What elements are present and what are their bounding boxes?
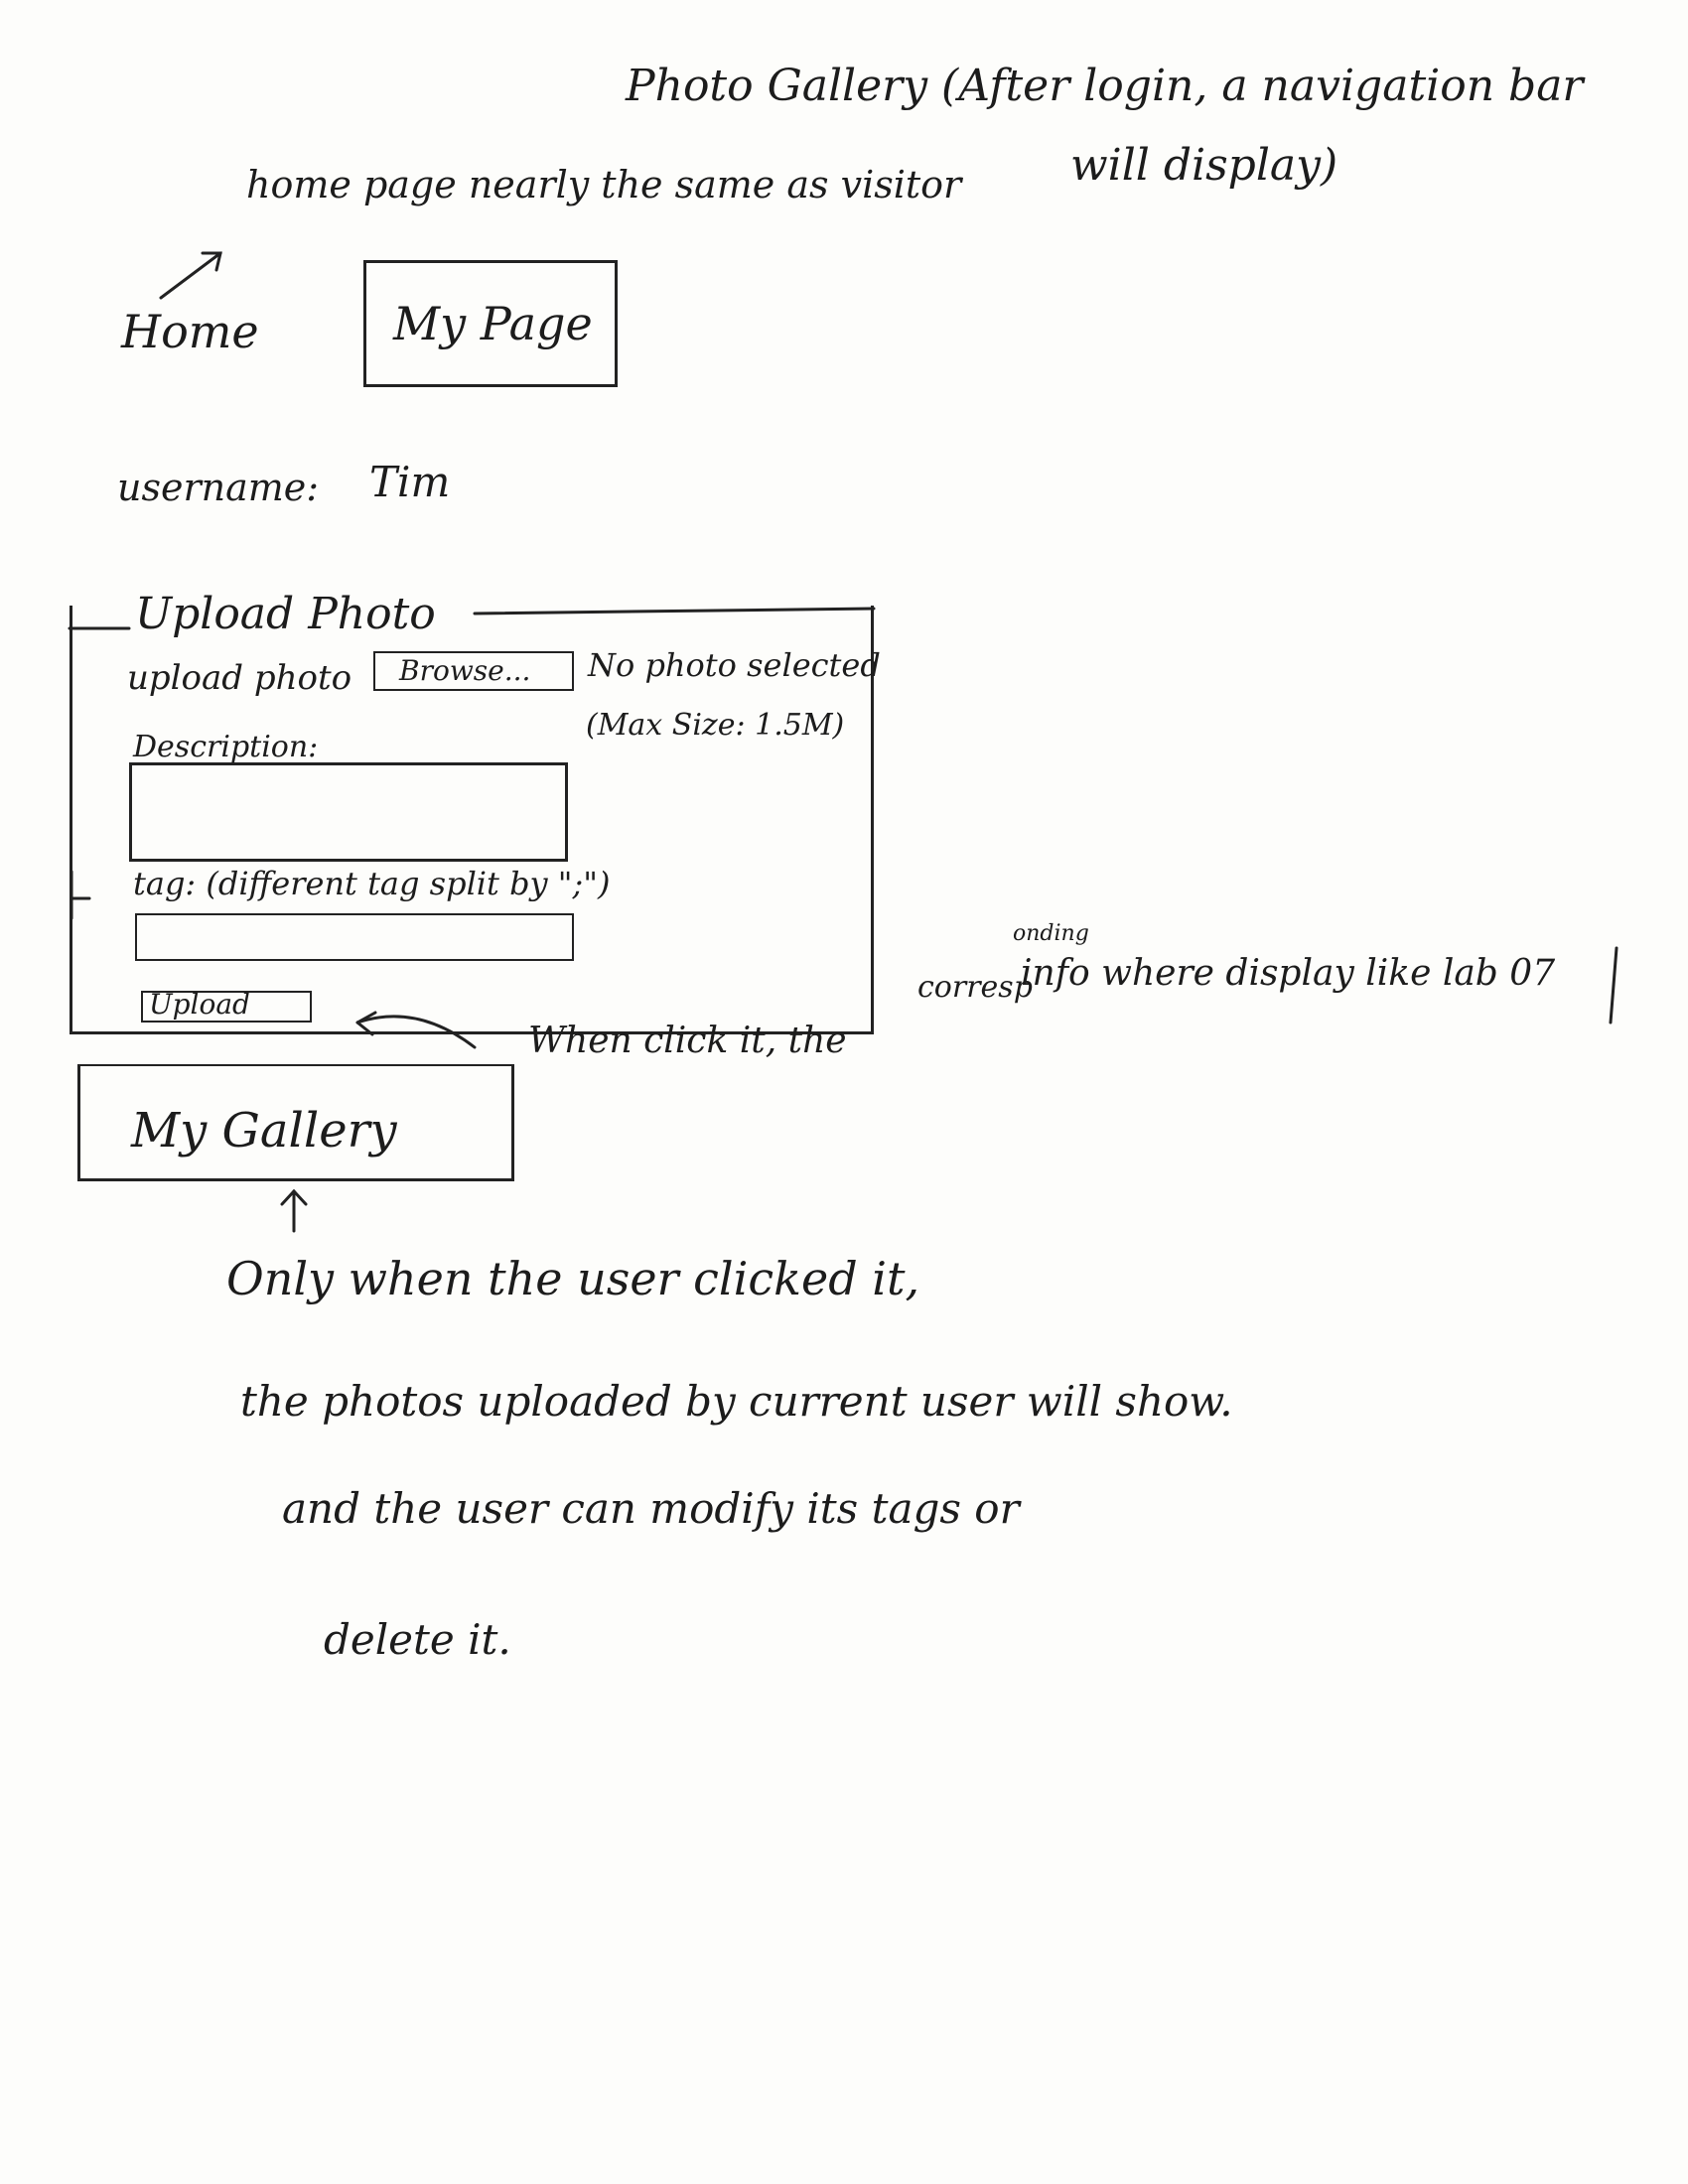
upload-photo-form [70, 606, 874, 1034]
tag-label: tag: (different tag split by ";") [133, 865, 611, 902]
my-gallery-title: My Gallery [131, 1103, 397, 1159]
username-label: username: [117, 466, 320, 509]
nav-home-link[interactable]: Home [121, 305, 259, 358]
gallery-note-line3: and the user can modify its tags or [282, 1484, 1020, 1533]
fieldset-top-right [473, 607, 876, 615]
gallery-up-arrowhead [280, 1188, 308, 1206]
upload-button[interactable] [141, 991, 312, 1023]
my-gallery-tab[interactable] [77, 1064, 514, 1181]
browse-button-label: Browse... [399, 654, 531, 687]
upload-form-legend: Upload Photo [135, 589, 436, 639]
gallery-note-line1: Only when the user clicked it, [226, 1252, 920, 1305]
sketch-title-line2: will display) [1070, 140, 1338, 191]
note-bracket [1609, 946, 1618, 1024]
home-page-note: home page nearly the same as visitor [246, 163, 962, 206]
upload-note-superscript: onding [1013, 921, 1089, 946]
upload-note-suffix: info where display like lab 07 [1021, 953, 1556, 994]
gallery-note-line2: the photos uploaded by current user will… [240, 1377, 1233, 1426]
description-input[interactable] [129, 762, 568, 862]
upload-note-line-a: When click it, the [528, 1021, 847, 1061]
nav-my-page-tab[interactable] [363, 260, 618, 387]
username-value: Tim [369, 458, 451, 506]
sketch-title-line1: Photo Gallery (After login, a navigation… [626, 61, 1584, 111]
no-photo-selected-text: No photo selected [588, 646, 881, 684]
upload-note-prefix: corresp [917, 970, 1033, 1005]
gallery-note-line4: delete it. [324, 1615, 511, 1664]
upload-photo-label: upload photo [127, 658, 352, 698]
browse-button[interactable] [373, 651, 574, 691]
tag-input[interactable] [135, 913, 574, 961]
nav-my-page-label: My Page [393, 297, 593, 350]
max-size-text: (Max Size: 1.5M) [586, 708, 845, 743]
upload-note-arrow [355, 1015, 477, 1049]
home-note-arrowhead [201, 251, 222, 272]
home-note-arrow [159, 251, 222, 300]
upload-button-label: Upload [149, 988, 250, 1021]
description-label: Description: [133, 730, 319, 764]
